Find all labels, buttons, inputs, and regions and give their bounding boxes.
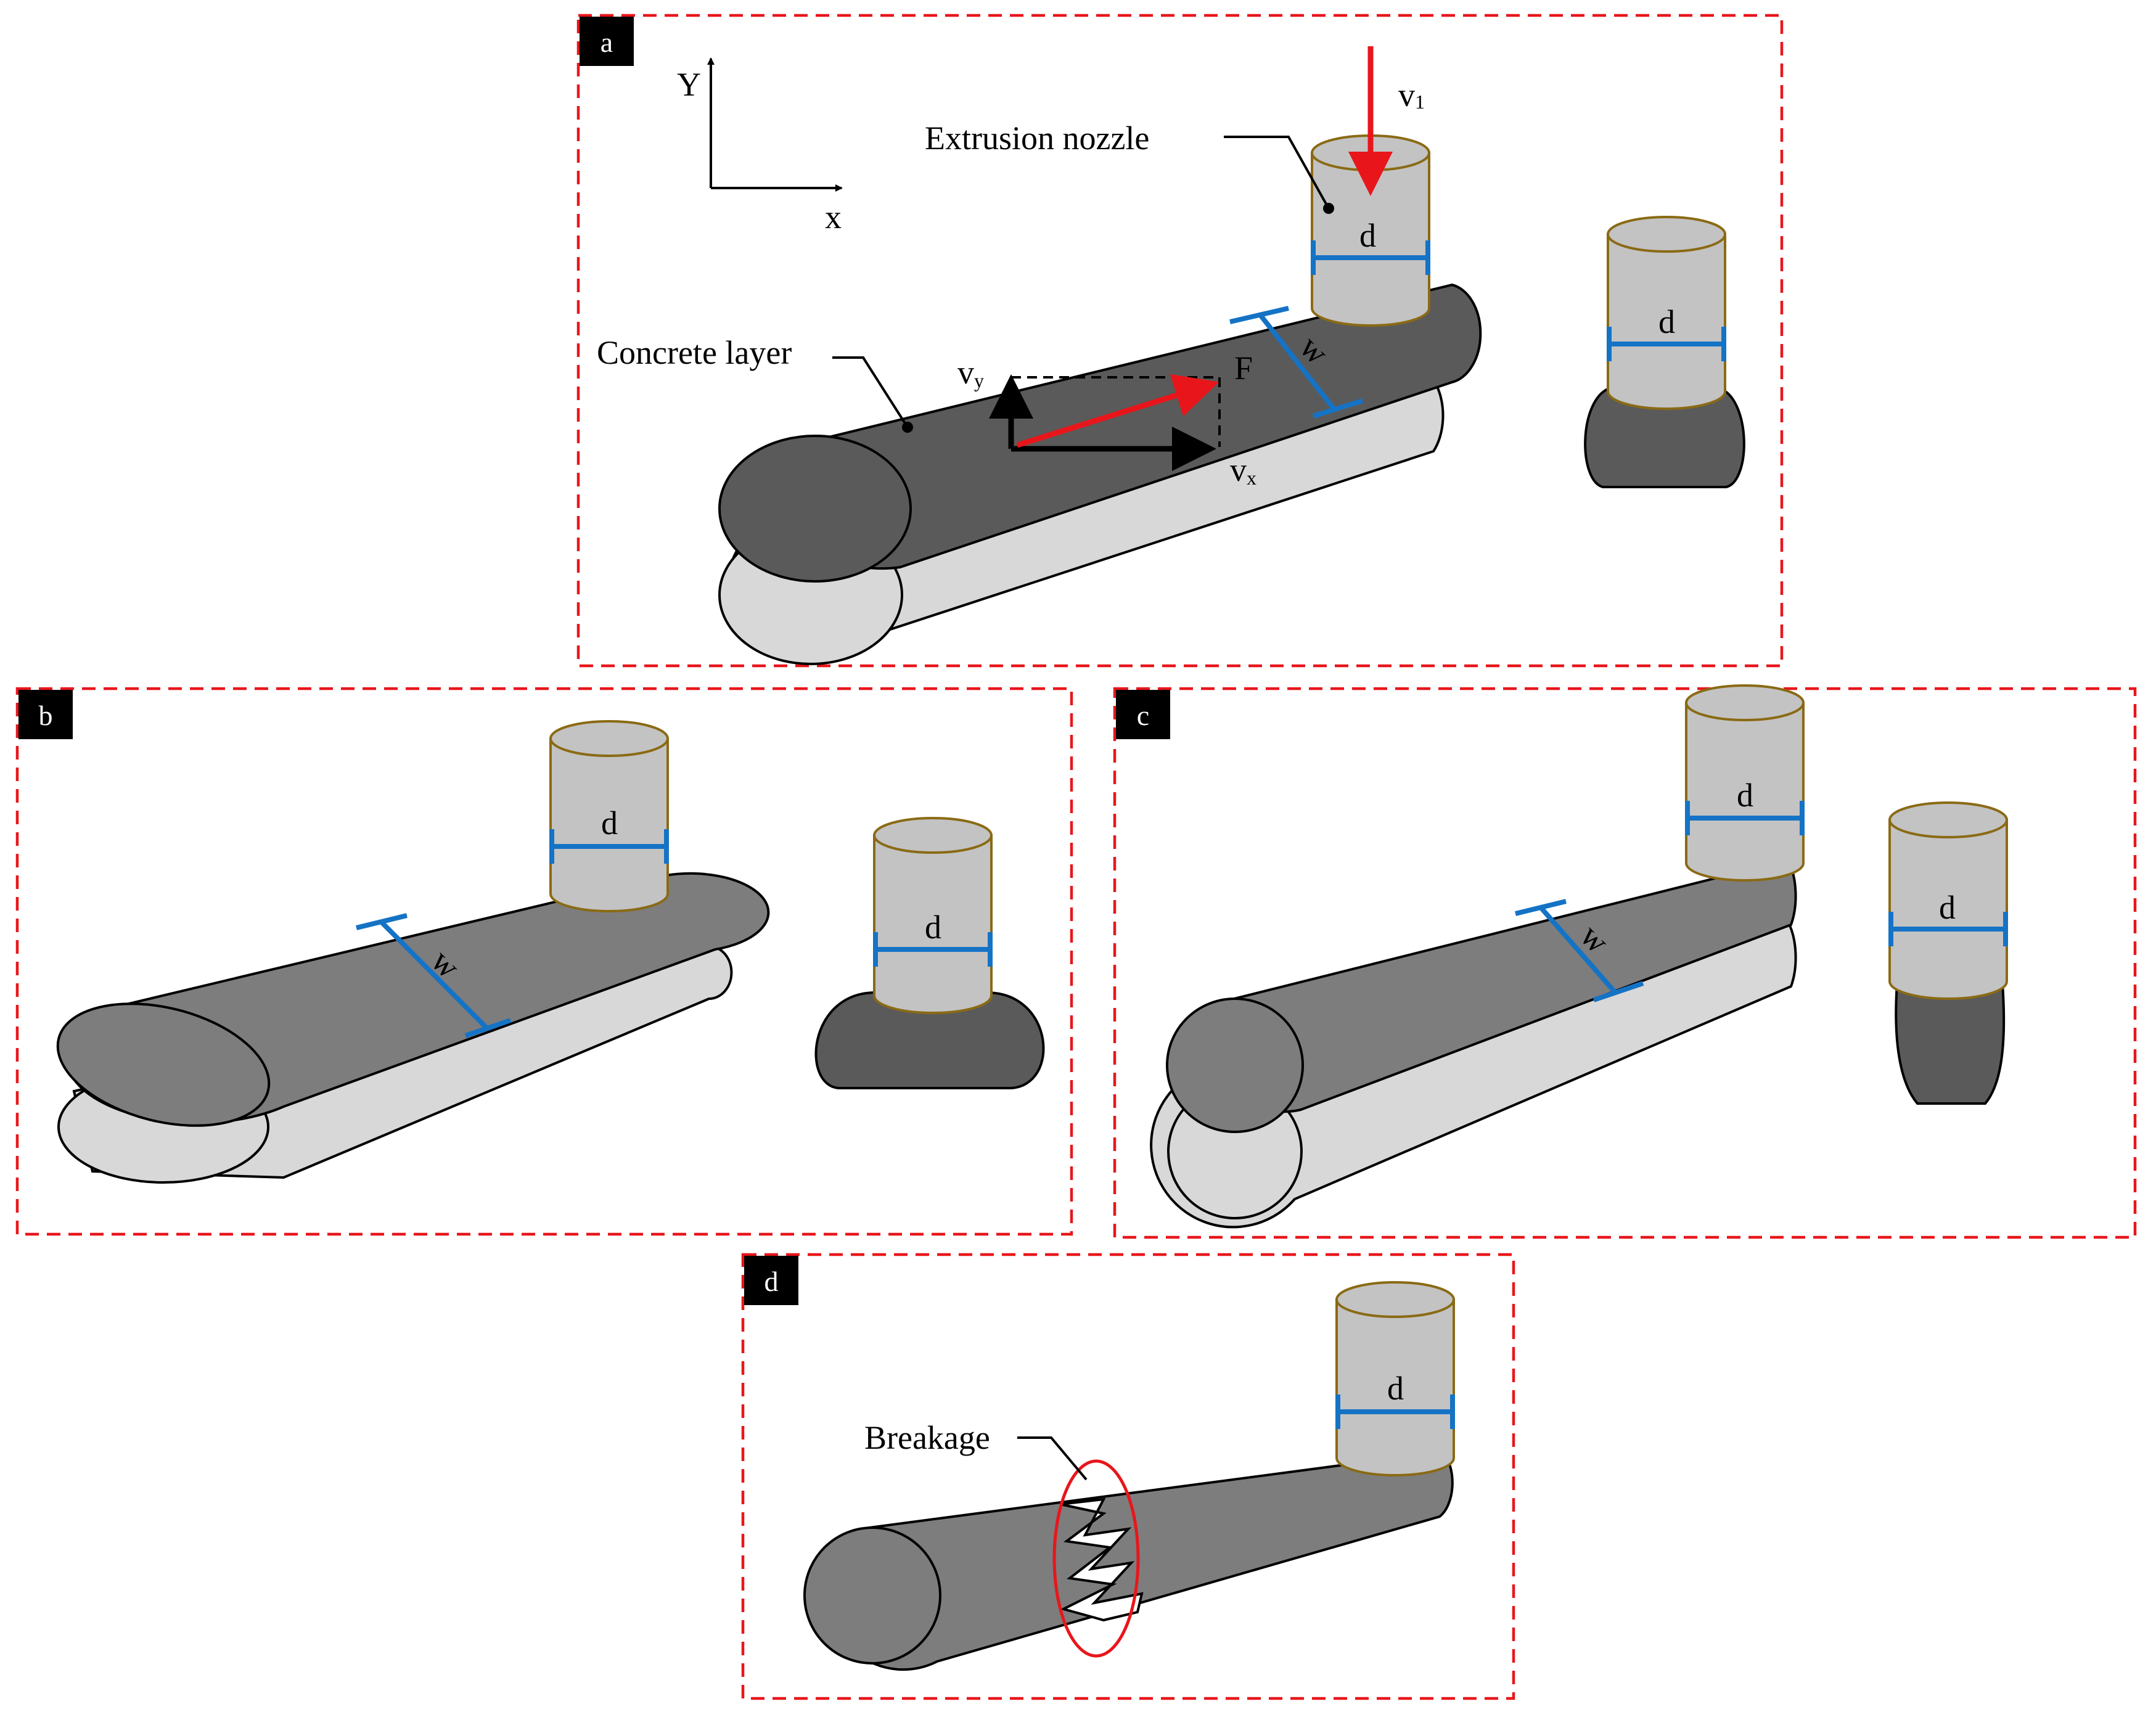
upper-concrete-layer-b <box>56 872 770 1127</box>
extrusion-nozzle-d <box>1335 1281 1455 1476</box>
layer-label: Concrete layer <box>597 334 792 371</box>
width-dimension-b <box>356 913 512 1038</box>
panel-b-tag-bg <box>18 690 73 739</box>
side-view-b <box>814 817 1045 1089</box>
panel-b-frame <box>15 687 1073 1236</box>
layer-leader <box>832 356 909 428</box>
axes-icon <box>707 57 843 192</box>
axis-y-label: Y <box>677 66 701 103</box>
breakage-label: Breakage <box>864 1419 990 1456</box>
extrusion-nozzle-b <box>549 720 669 912</box>
force-label: F <box>1234 350 1253 387</box>
panel-d: d Breakage d <box>741 1253 1515 1700</box>
panel-b: b w d d <box>15 687 1073 1236</box>
nozzle-leader-dot <box>1323 203 1334 214</box>
panel-a-tag-bg <box>580 17 634 66</box>
diameter-side-label-b: d <box>925 909 941 946</box>
breakage-crack <box>1052 1459 1144 1658</box>
panel-c-tag: c <box>1137 700 1149 731</box>
nozzle-leader <box>1224 136 1330 209</box>
panel-c: c w d d <box>1113 684 2137 1239</box>
breakage-leader <box>1017 1436 1088 1481</box>
side-view-c <box>1888 801 2008 1105</box>
panel-a: a Y x w <box>576 14 1784 668</box>
layer-leader-dot <box>902 422 913 433</box>
upper-concrete-layer <box>718 283 1482 583</box>
extrusion-nozzle-a <box>1311 134 1430 327</box>
diameter-label-a: d <box>1359 217 1376 254</box>
diameter-side-label-a: d <box>1658 303 1675 340</box>
diameter-dimension-a <box>1311 240 1430 275</box>
diameter-label-b: d <box>601 805 618 842</box>
nozzle-label: Extrusion nozzle <box>925 120 1149 157</box>
diameter-label-c: d <box>1737 777 1753 814</box>
velocity-x-label: vx <box>1230 451 1256 489</box>
panel-d-frame <box>741 1253 1515 1700</box>
side-view-a <box>1584 216 1745 488</box>
force-diagram <box>989 374 1221 471</box>
diameter-side-label-c: d <box>1939 889 1956 926</box>
panel-c-frame <box>1113 687 2137 1239</box>
width-dimension-a <box>1229 306 1364 419</box>
diameter-label-d: d <box>1387 1370 1404 1407</box>
panel-b-tag: b <box>39 700 53 731</box>
panel-d-tag: d <box>764 1266 779 1297</box>
panel-a-tag: a <box>600 27 613 58</box>
panel-d-tag-bg <box>744 1256 798 1305</box>
axis-x-label: x <box>825 199 842 236</box>
panel-c-tag-bg <box>1116 690 1170 739</box>
broken-concrete-layer <box>803 1450 1454 1671</box>
extrusion-nozzle-c <box>1685 684 1805 882</box>
upper-concrete-layer-c <box>1166 858 1797 1133</box>
velocity-y-label: vy <box>957 354 984 391</box>
nozzle-velocity-label: v1 <box>1398 76 1425 113</box>
width-dimension-c <box>1515 899 1644 1002</box>
